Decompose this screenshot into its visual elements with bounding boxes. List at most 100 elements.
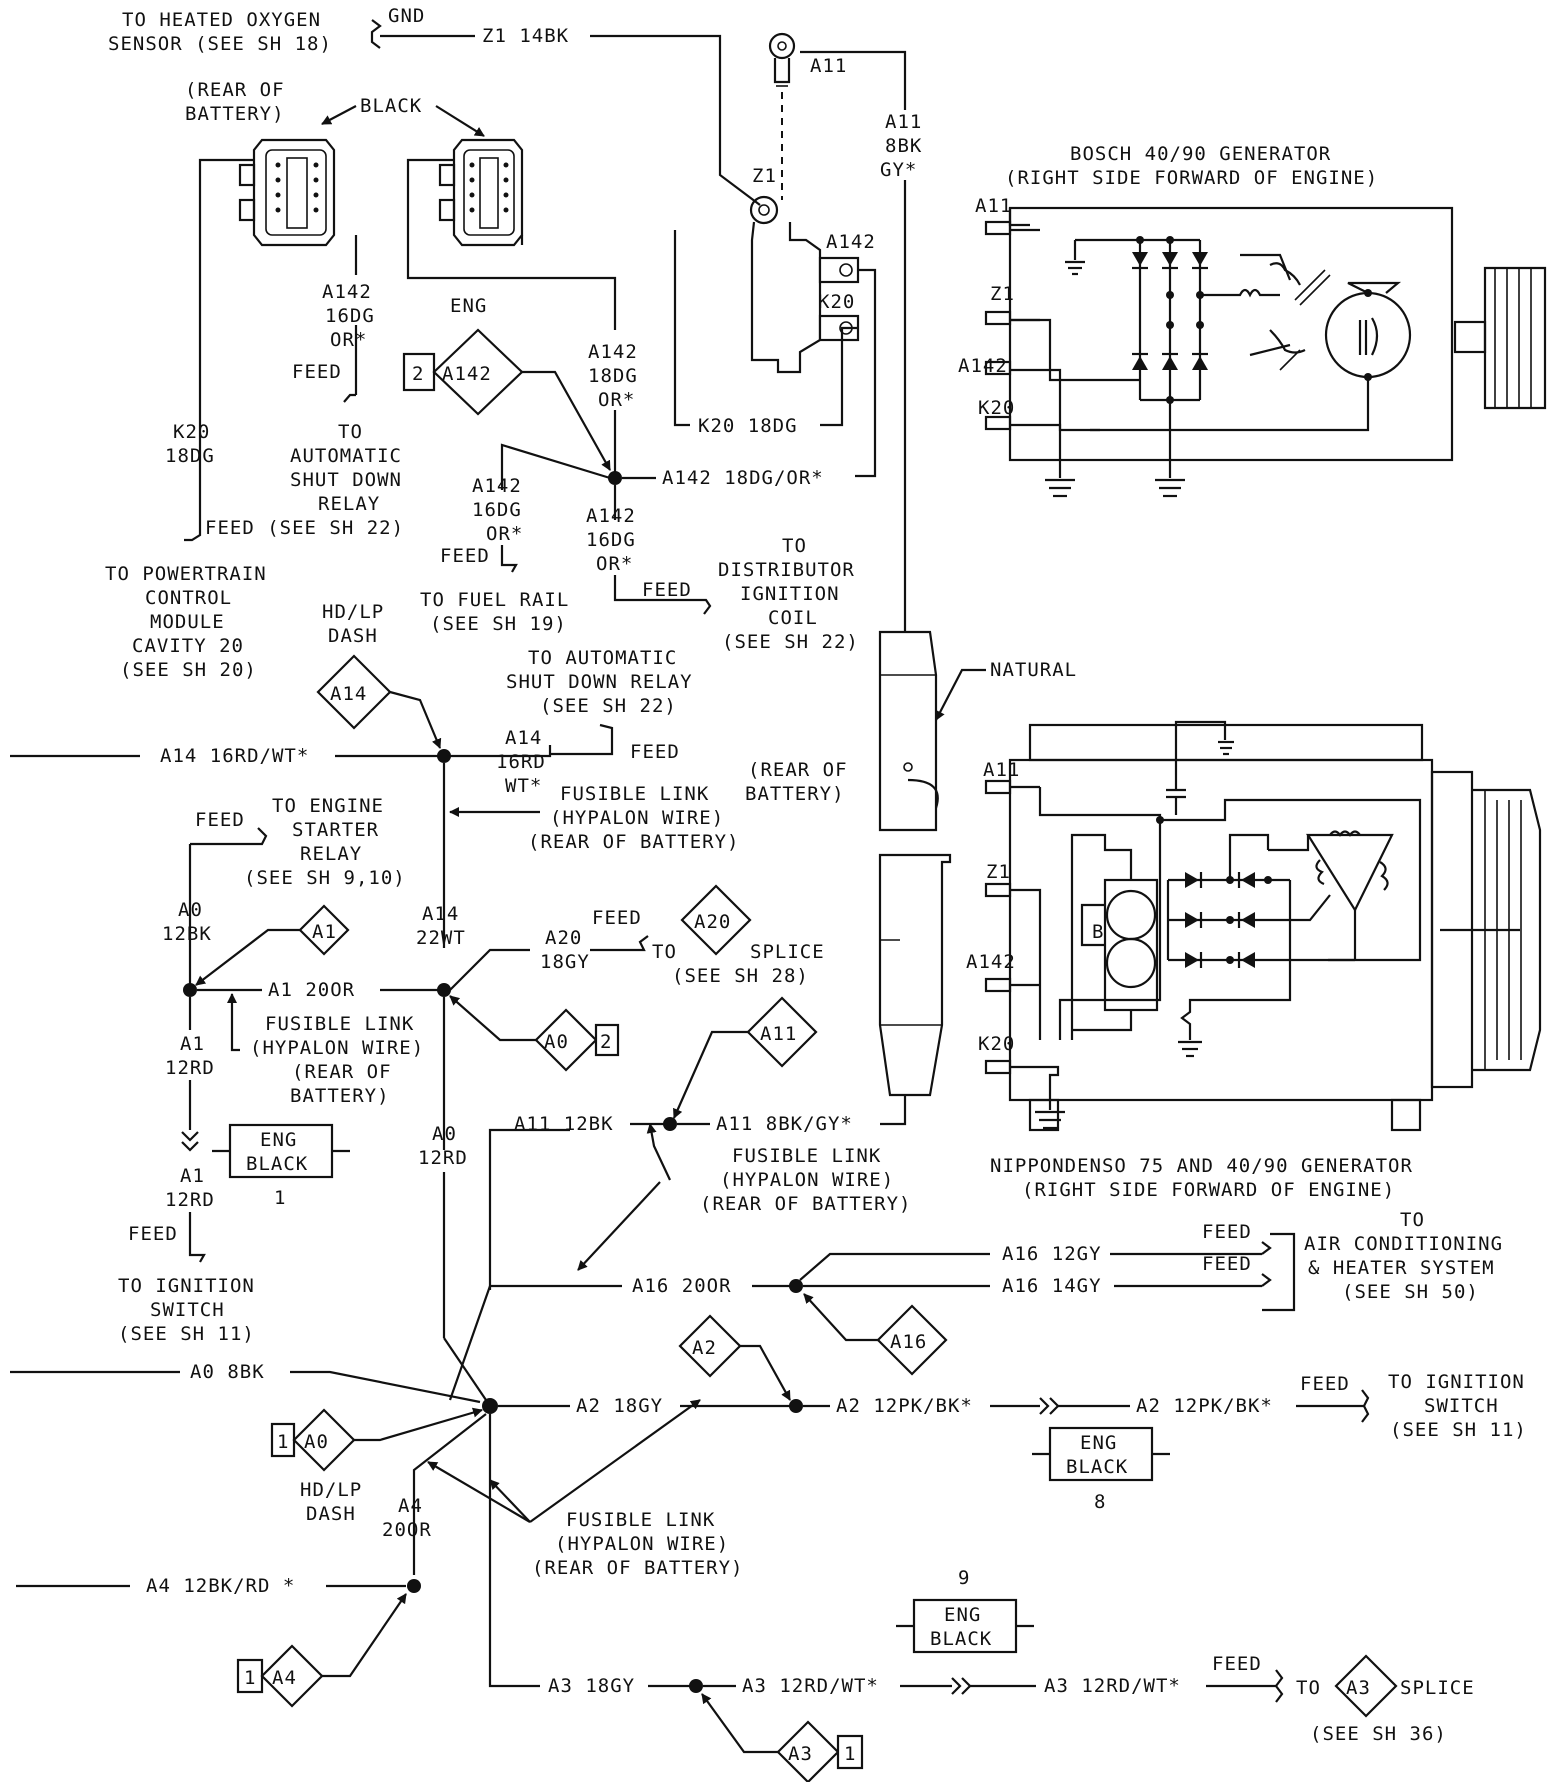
svg-text:BATTERY): BATTERY)	[290, 1085, 390, 1107]
splice-node-a3	[689, 1679, 703, 1693]
svg-text:FUSIBLE LINK: FUSIBLE LINK	[265, 1013, 414, 1035]
a0-8bk-label: A0 8BK	[190, 1361, 265, 1383]
svg-text:(SEE SH 22): (SEE SH 22)	[722, 631, 859, 653]
a14-16rd-wt-label: A14 16RD/WT*	[160, 745, 309, 767]
gnd-break-symbol	[370, 19, 382, 49]
svg-text:2: 2	[412, 363, 424, 385]
fusible-link-label-4: FUSIBLE LINK (HYPALON WIRE) (REAR OF BAT…	[532, 1509, 743, 1579]
a142-16dg-or-label-1: A142 16DG OR*	[322, 281, 374, 351]
splice-a3-bottom: A3 1	[776, 1720, 864, 1782]
fusible-link-arrow-3b	[577, 1181, 661, 1271]
svg-text:A0: A0	[544, 1031, 569, 1053]
a0-splice-arrow-bottom	[354, 1407, 483, 1442]
a1-splice-arrow	[195, 928, 300, 986]
svg-text:(RIGHT SIDE FORWARD OF ENGINE): (RIGHT SIDE FORWARD OF ENGINE)	[1005, 167, 1378, 189]
svg-text:16RD: 16RD	[496, 751, 546, 773]
svg-text:1: 1	[844, 1743, 856, 1765]
a4-to-main-wire	[412, 1413, 487, 1545]
a11-ring-terminal	[768, 32, 796, 87]
to-splice-28-label: TO SPLICE (SEE SH 28)	[652, 941, 824, 987]
fusible-link-arrow-3a	[646, 1123, 671, 1181]
a16-splice-arrow	[803, 1293, 878, 1342]
a3-12rd-wt-label-2: A3 12RD/WT*	[1044, 1675, 1181, 1697]
svg-text:DASH: DASH	[328, 625, 378, 647]
svg-text:COIL: COIL	[768, 607, 818, 629]
svg-text:12BK: 12BK	[162, 923, 212, 945]
splice-node-a4	[407, 1579, 421, 1593]
svg-text:A1: A1	[180, 1033, 205, 1055]
to-starter-label: TO ENGINE STARTER RELAY (SEE SH 9,10)	[244, 795, 405, 889]
a14-16rd-wt-label-vertical: A14 16RD WT*	[496, 727, 546, 797]
black-label: BLACK	[360, 95, 422, 117]
svg-text:HD/LP: HD/LP	[322, 601, 384, 623]
svg-text:A20: A20	[694, 911, 731, 933]
splice-node-a1	[183, 983, 197, 997]
a142-16dg-or-label-2: A142 16DG OR*	[472, 475, 522, 545]
nd-b-label: B	[1092, 921, 1104, 943]
svg-text:(RIGHT SIDE FORWARD OF ENGINE): (RIGHT SIDE FORWARD OF ENGINE)	[1022, 1179, 1395, 1201]
svg-text:A3: A3	[1346, 1677, 1371, 1699]
gnd-label: GND	[388, 5, 425, 27]
natural-label: NATURAL	[990, 659, 1077, 681]
svg-text:(REAR OF BATTERY): (REAR OF BATTERY)	[528, 831, 739, 853]
nd-terminal-studs	[984, 779, 1012, 1075]
svg-text:A0: A0	[432, 1123, 457, 1145]
fusible-link-arrow-4b	[489, 1479, 531, 1523]
splice-a4: 1 A4	[236, 1644, 324, 1708]
svg-text:K20: K20	[173, 421, 210, 443]
rear-of-battery-label-2: (REAR OF BATTERY)	[745, 759, 848, 805]
a2-12pk-bk-label-1: A2 12PK/BK*	[836, 1395, 973, 1417]
fusible-link-label-1: FUSIBLE LINK (HYPALON WIRE) (REAR OF BAT…	[528, 783, 739, 853]
nippondenso-generator	[1008, 720, 1542, 1132]
svg-text:18DG: 18DG	[165, 445, 215, 467]
svg-text:BOSCH 40/90 GENERATOR: BOSCH 40/90 GENERATOR	[1070, 143, 1331, 165]
bosch-a11-label: A11	[975, 195, 1012, 217]
svg-text:(SEE SH 20): (SEE SH 20)	[120, 659, 257, 681]
splice-node-a16	[789, 1279, 803, 1293]
a3-wire-vertical	[488, 1414, 540, 1688]
a142-16dg-or-label-3: A142 16DG OR*	[586, 505, 636, 575]
a142-18dg-wire	[406, 158, 617, 330]
feed-break-ign-2	[1361, 1389, 1370, 1423]
bosch-generator-title: BOSCH 40/90 GENERATOR (RIGHT SIDE FORWAR…	[1005, 143, 1378, 189]
a11-8bk-gy-label: A11 8BK GY*	[880, 111, 922, 181]
svg-text:NIPPONDENSO 75 AND 40/90 GENER: NIPPONDENSO 75 AND 40/90 GENERATOR	[990, 1155, 1413, 1177]
svg-text:RELAY: RELAY	[300, 843, 362, 865]
svg-text:TO AUTOMATIC: TO AUTOMATIC	[528, 647, 677, 669]
eng-black-connector-8: ENG BLACK	[1032, 1426, 1170, 1482]
svg-text:12RD: 12RD	[418, 1147, 468, 1169]
svg-text:20OR: 20OR	[382, 1519, 432, 1541]
svg-text:(SEE SH 11): (SEE SH 11)	[118, 1323, 255, 1345]
to-pcm-label: TO POWERTRAIN CONTROL MODULE CAVITY 20 (…	[105, 563, 267, 681]
svg-text:(SEE SH 28): (SEE SH 28)	[672, 965, 809, 987]
a11-12bk-wire-left	[488, 1128, 570, 1200]
svg-text:(REAR OF BATTERY): (REAR OF BATTERY)	[532, 1557, 743, 1579]
z1-14bk-label: Z1 14BK	[482, 25, 569, 47]
svg-text:TO POWERTRAIN: TO POWERTRAIN	[105, 563, 267, 585]
a1-inline-connector	[181, 1131, 199, 1152]
eng-black-connector-1: ENG BLACK	[212, 1123, 350, 1179]
eng-black-connector-9: ENG BLACK	[896, 1598, 1034, 1654]
k20-18dg-wire-right	[673, 230, 690, 427]
fusible-link-arrow-4c	[529, 1399, 701, 1523]
eng-black-1-num: 1	[274, 1187, 286, 1209]
a3-12rd-wt-label-1: A3 12RD/WT*	[742, 1675, 879, 1697]
splice-node-a11	[663, 1117, 677, 1131]
a14-splice-arrow	[389, 690, 442, 749]
svg-text:(SEE SH 19): (SEE SH 19)	[430, 613, 567, 635]
svg-text:16DG: 16DG	[586, 529, 636, 551]
feed-break-dist	[613, 575, 712, 615]
svg-text:A11: A11	[760, 1023, 797, 1045]
svg-text:A11: A11	[885, 111, 922, 133]
svg-text:A142: A142	[442, 363, 492, 385]
svg-text:ENG: ENG	[1080, 1432, 1117, 1454]
bosch-a142-label: A142	[958, 355, 1008, 377]
svg-text:MODULE: MODULE	[150, 611, 225, 633]
svg-text:TO ENGINE: TO ENGINE	[272, 795, 384, 817]
a142-splice-arrow	[522, 370, 611, 471]
svg-text:(SEE SH 36): (SEE SH 36)	[1310, 1723, 1447, 1745]
fusible-link-label-3: FUSIBLE LINK (HYPALON WIRE) (REAR OF BAT…	[700, 1145, 910, 1215]
svg-text:(REAR OF: (REAR OF	[748, 759, 848, 781]
a142-fuel-rail-wire	[500, 443, 611, 490]
svg-text:(REAR OF: (REAR OF	[292, 1061, 392, 1083]
